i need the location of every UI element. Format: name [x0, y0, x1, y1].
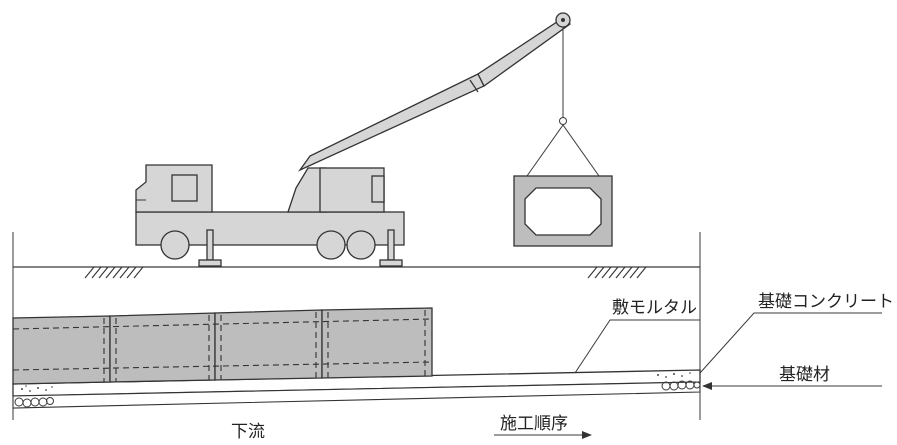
crane-boom-upper — [477, 15, 571, 87]
installed-culverts — [12, 307, 433, 385]
deck-panel — [371, 175, 385, 203]
rear-wheel-1 — [316, 230, 346, 260]
ground-hatch-left — [84, 266, 144, 279]
outrigger-rear — [379, 229, 403, 267]
culvert-block-2 — [109, 312, 216, 383]
construction-order-arrowhead — [582, 431, 592, 439]
rear-wheel-2 — [346, 230, 376, 260]
gravel-right — [661, 380, 701, 391]
hook — [559, 117, 567, 125]
cab-window — [171, 174, 198, 202]
front-wheel — [160, 230, 190, 260]
concrete-speckle-left — [21, 385, 53, 392]
gravel-left — [14, 397, 54, 408]
crane-boom-lower — [298, 73, 485, 172]
downstream-label: 下流 — [231, 422, 265, 442]
foundation — [12, 369, 701, 409]
bedding-mortar-leader — [574, 319, 700, 374]
culvert-block-3 — [214, 309, 323, 381]
foundation-material-label: 基礎材 — [779, 365, 830, 385]
bedding-mortar-label: 敷モルタル — [612, 298, 697, 318]
sheave-pin — [561, 18, 565, 22]
outrigger-front — [198, 229, 222, 267]
foundation-concrete-label: 基礎コンクリート — [758, 292, 894, 312]
suspended-box-culvert — [513, 175, 613, 247]
sling-right — [562, 124, 600, 177]
sling-left — [526, 124, 564, 177]
boom-joint — [469, 79, 479, 93]
ground-hatch-right — [587, 266, 647, 279]
foundation-material-layer — [12, 381, 701, 409]
culvert-block-4 — [321, 307, 433, 379]
concrete-speckle-right — [657, 372, 691, 378]
foundation-material-arrowhead — [702, 382, 712, 390]
foundation-concrete-leader — [699, 312, 882, 374]
construction-order-label: 施工順序 — [500, 414, 568, 434]
crane-truck — [135, 12, 600, 267]
culvert-block-1 — [12, 315, 111, 385]
culvert-opening — [524, 187, 602, 236]
